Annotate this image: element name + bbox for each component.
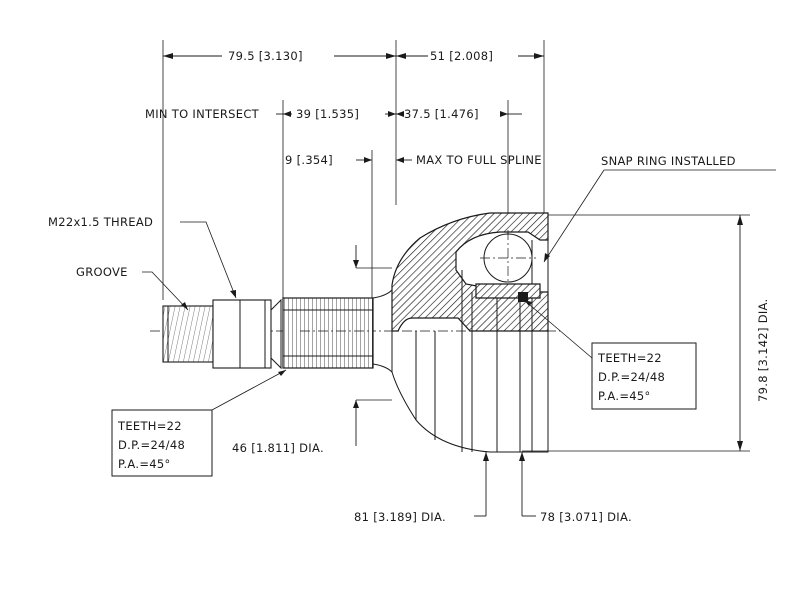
dim-min-intersect-label: MIN TO INTERSECT <box>145 107 260 121</box>
callout-thread: M22x1.5 THREAD <box>48 215 153 229</box>
callout-groove: GROOVE <box>76 265 128 279</box>
dim-min-intersect-value: 39 [1.535] <box>296 107 359 121</box>
dim-bell-dia-78: 78 [3.071] DIA. <box>540 510 632 524</box>
spec-box-right <box>591 342 697 410</box>
spec-left-dp: D.P.=24/48 <box>118 438 185 452</box>
dim-shaft-dia: 46 [1.811] DIA. <box>232 441 324 455</box>
shaft-spline-section <box>282 297 374 369</box>
callout-snap-ring: SNAP RING INSTALLED <box>601 154 736 168</box>
dim-intersect-right: 37.5 [1.476] <box>404 107 479 121</box>
spec-right-dp: D.P.=24/48 <box>598 370 665 384</box>
dim-spline-offset: 9 [.354] <box>285 153 333 167</box>
shaft-thread-section <box>162 298 282 370</box>
dim-overall-left: 79.5 [3.130] <box>228 49 303 63</box>
spec-left-teeth: TEETH=22 <box>117 419 182 433</box>
spec-right-pa: P.A.=45° <box>598 389 651 403</box>
dim-max-full-spline: MAX TO FULL SPLINE <box>416 153 542 167</box>
dim-bell-dia-81: 81 [3.189] DIA. <box>354 510 446 524</box>
leader-lines <box>142 169 776 411</box>
extension-lines <box>162 40 750 452</box>
dimension-lines <box>163 53 743 517</box>
dim-bell-dia-79: 79.8 [3.142] DIA. <box>756 299 770 402</box>
outer-race-bell <box>372 212 549 453</box>
spec-box-left <box>111 409 213 477</box>
dim-overall-right: 51 [2.008] <box>430 49 493 63</box>
spec-left-pa: P.A.=45° <box>118 457 171 471</box>
spec-right-teeth: TEETH=22 <box>597 351 662 365</box>
